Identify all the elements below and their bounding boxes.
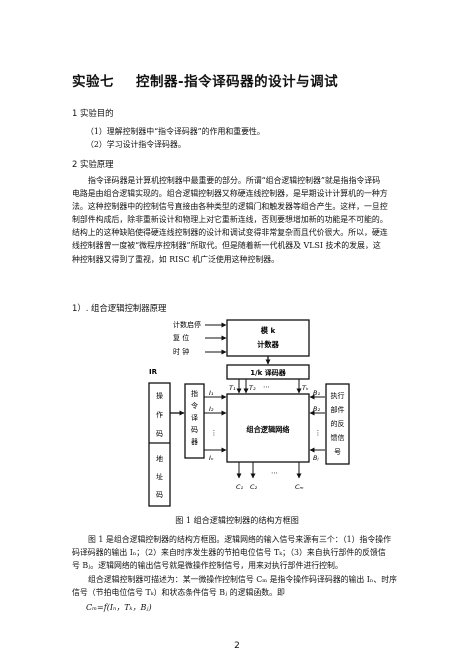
formula-intro-paragraph: 组合逻辑控制器可描述为：某一微操作控制信号 Cₘ 是指令操作码译码器的输出 Iₙ… — [72, 573, 418, 599]
counter-label-mod-k: 模 k — [261, 326, 276, 335]
feedback-text: 执行 — [331, 391, 345, 400]
label-b2: B₂ — [313, 405, 320, 413]
decoder-char: 译 — [191, 414, 198, 422]
decoder-char: 指 — [191, 389, 198, 398]
figure-caption: 图 1 组合逻辑控制器的结构方框图 — [175, 515, 299, 525]
logic-formula: Cₘ=f(Iₙ，Tₖ，Bⱼ) — [86, 603, 152, 612]
address-char: 地 — [156, 454, 163, 463]
i-dots: ⋮ — [211, 429, 218, 437]
decoder-char: 令 — [191, 401, 198, 410]
logic-network-block — [226, 393, 310, 463]
address-char: 码 — [156, 491, 163, 499]
page-number: 2 — [234, 641, 240, 651]
address-char: 址 — [156, 472, 163, 481]
c-dots: ⋯ — [271, 469, 278, 477]
paragraph-line: 指令译码器是计算机控制器中最重要的部分。所谓“组合逻辑控制器”就是指指令译码 — [88, 176, 381, 185]
paragraph-line: 电路是由组合逻辑实现的。组合逻辑控制器又称硬连线控制器，是早期设计计算机的一种方 — [72, 189, 388, 199]
label-b1: B₁ — [313, 389, 320, 397]
paragraph-line: 结构上的这种缺陷使得硬连线控制器的设计和调试变得非常复杂而且代价很大。所以，硬连 — [72, 228, 388, 238]
b-dots: ⋮ — [315, 429, 322, 437]
opcode-char: 作 — [156, 410, 163, 419]
t-dots: ⋯ — [263, 383, 270, 391]
paragraph-line: 码译码器的输出 Iₙ；（2）来自时序发生器的节拍电位信号 Tₖ；（3）来自执行部… — [72, 548, 386, 558]
paragraph-line: 种控制器又得到了重视，如 RISC 机广泛使用这种控制器。 — [72, 254, 280, 264]
label-reset: 复 位 — [173, 333, 189, 342]
label-t1: T₁ — [229, 384, 236, 392]
feedback-text: 馈信 — [331, 433, 345, 442]
section-heading-principle: 2 实验原理 — [72, 159, 114, 169]
purpose-item-1: （1）理解控制器中“指令译码器”的作用和重要性。 — [86, 127, 265, 136]
label-bj: Bⱼ — [313, 454, 319, 462]
paragraph-line: 组合逻辑控制器可描述为：某一微操作控制信号 Cₘ 是指令操作码译码器的输出 Iₙ… — [88, 575, 397, 584]
feedback-text: 号 — [334, 448, 341, 456]
decoder-char: 码 — [191, 426, 198, 434]
description-paragraph: 图 1 是组合逻辑控制器的结构方框图。逻辑网络的输入信号来源有三个：（1）指令操… — [72, 533, 418, 572]
feedback-text: 部件 — [331, 405, 345, 414]
paragraph-line: 制部件构成后，除非重新设计和物理上对它重新连线，否则要想增加新的功能是不可能的。 — [72, 215, 388, 225]
label-c1: C₁ — [236, 483, 244, 491]
paragraph-line: 信号（节拍电位信号 Tₖ）和状态条件信号 Bⱼ 的逻辑函数。即 — [72, 588, 285, 598]
label-i1: I₁ — [209, 389, 214, 397]
controller-block-diagram: 计数启停 复 位 时 钟 模 k 计数器 1/k 译码器 T₁ T₂ ⋯ Tₖ … — [147, 318, 363, 512]
purpose-item-2: （2）学习设计指令译码器。 — [86, 140, 186, 149]
paragraph-line: 图 1 是组合逻辑控制器的结构方框图。逻辑网络的输入信号来源有三个：（1）指令操… — [88, 535, 392, 544]
feedback-block — [325, 383, 350, 465]
label-i2: I₂ — [209, 405, 214, 413]
page-title: 实验七 控制器-指令译码器的设计与调试 — [72, 70, 338, 90]
instruction-decoder-block — [184, 383, 205, 459]
feedback-text: 的反 — [331, 419, 345, 428]
paragraph-line: 法。这种控制器中的控制信号直接由各种类型的逻辑门和触发器等组合产生。这样，一旦控 — [72, 202, 388, 212]
paragraph-line: 号 Bⱼ。逻辑网络的输出信号就是微操作控制信号，用来对执行部件进行控制。 — [72, 561, 343, 571]
opcode-char: 操 — [156, 391, 163, 400]
label-ir: IR — [149, 368, 158, 376]
decoder-char: 器 — [191, 438, 198, 446]
label-tk: Tₖ — [302, 384, 309, 392]
opcode-char: 码 — [156, 430, 163, 438]
label-clock: 时 钟 — [173, 347, 189, 356]
label-c2: C₂ — [250, 483, 258, 491]
label-cm: Cₘ — [295, 483, 304, 491]
decoder-1k-label: 1/k 译码器 — [250, 368, 287, 377]
label-in: Iₙ — [209, 454, 214, 462]
experiment-title: 控制器-指令译码器的设计与调试 — [136, 74, 339, 90]
decoder-1k-block — [226, 364, 310, 380]
instruction-register-block — [148, 382, 171, 507]
section-heading-purpose: 1 实验目的 — [72, 108, 114, 118]
logic-network-label: 组合逻辑网络 — [246, 425, 290, 434]
counter-label: 计数器 — [257, 340, 279, 349]
label-count-start-stop: 计数启停 — [173, 320, 201, 329]
subsection-heading: 1）. 组合逻辑控制器原理 — [72, 303, 167, 313]
paragraph-line: 线控制器曾一度被“微程序控制器”所取代。但是随着新一代机器及 VLSI 技术的发… — [72, 241, 381, 251]
principle-paragraph: 指令译码器是计算机控制器中最重要的部分。所谓“组合逻辑控制器”就是指指令译码 电… — [72, 174, 418, 266]
experiment-number: 实验七 — [72, 74, 114, 90]
label-t2: T₂ — [249, 384, 256, 392]
